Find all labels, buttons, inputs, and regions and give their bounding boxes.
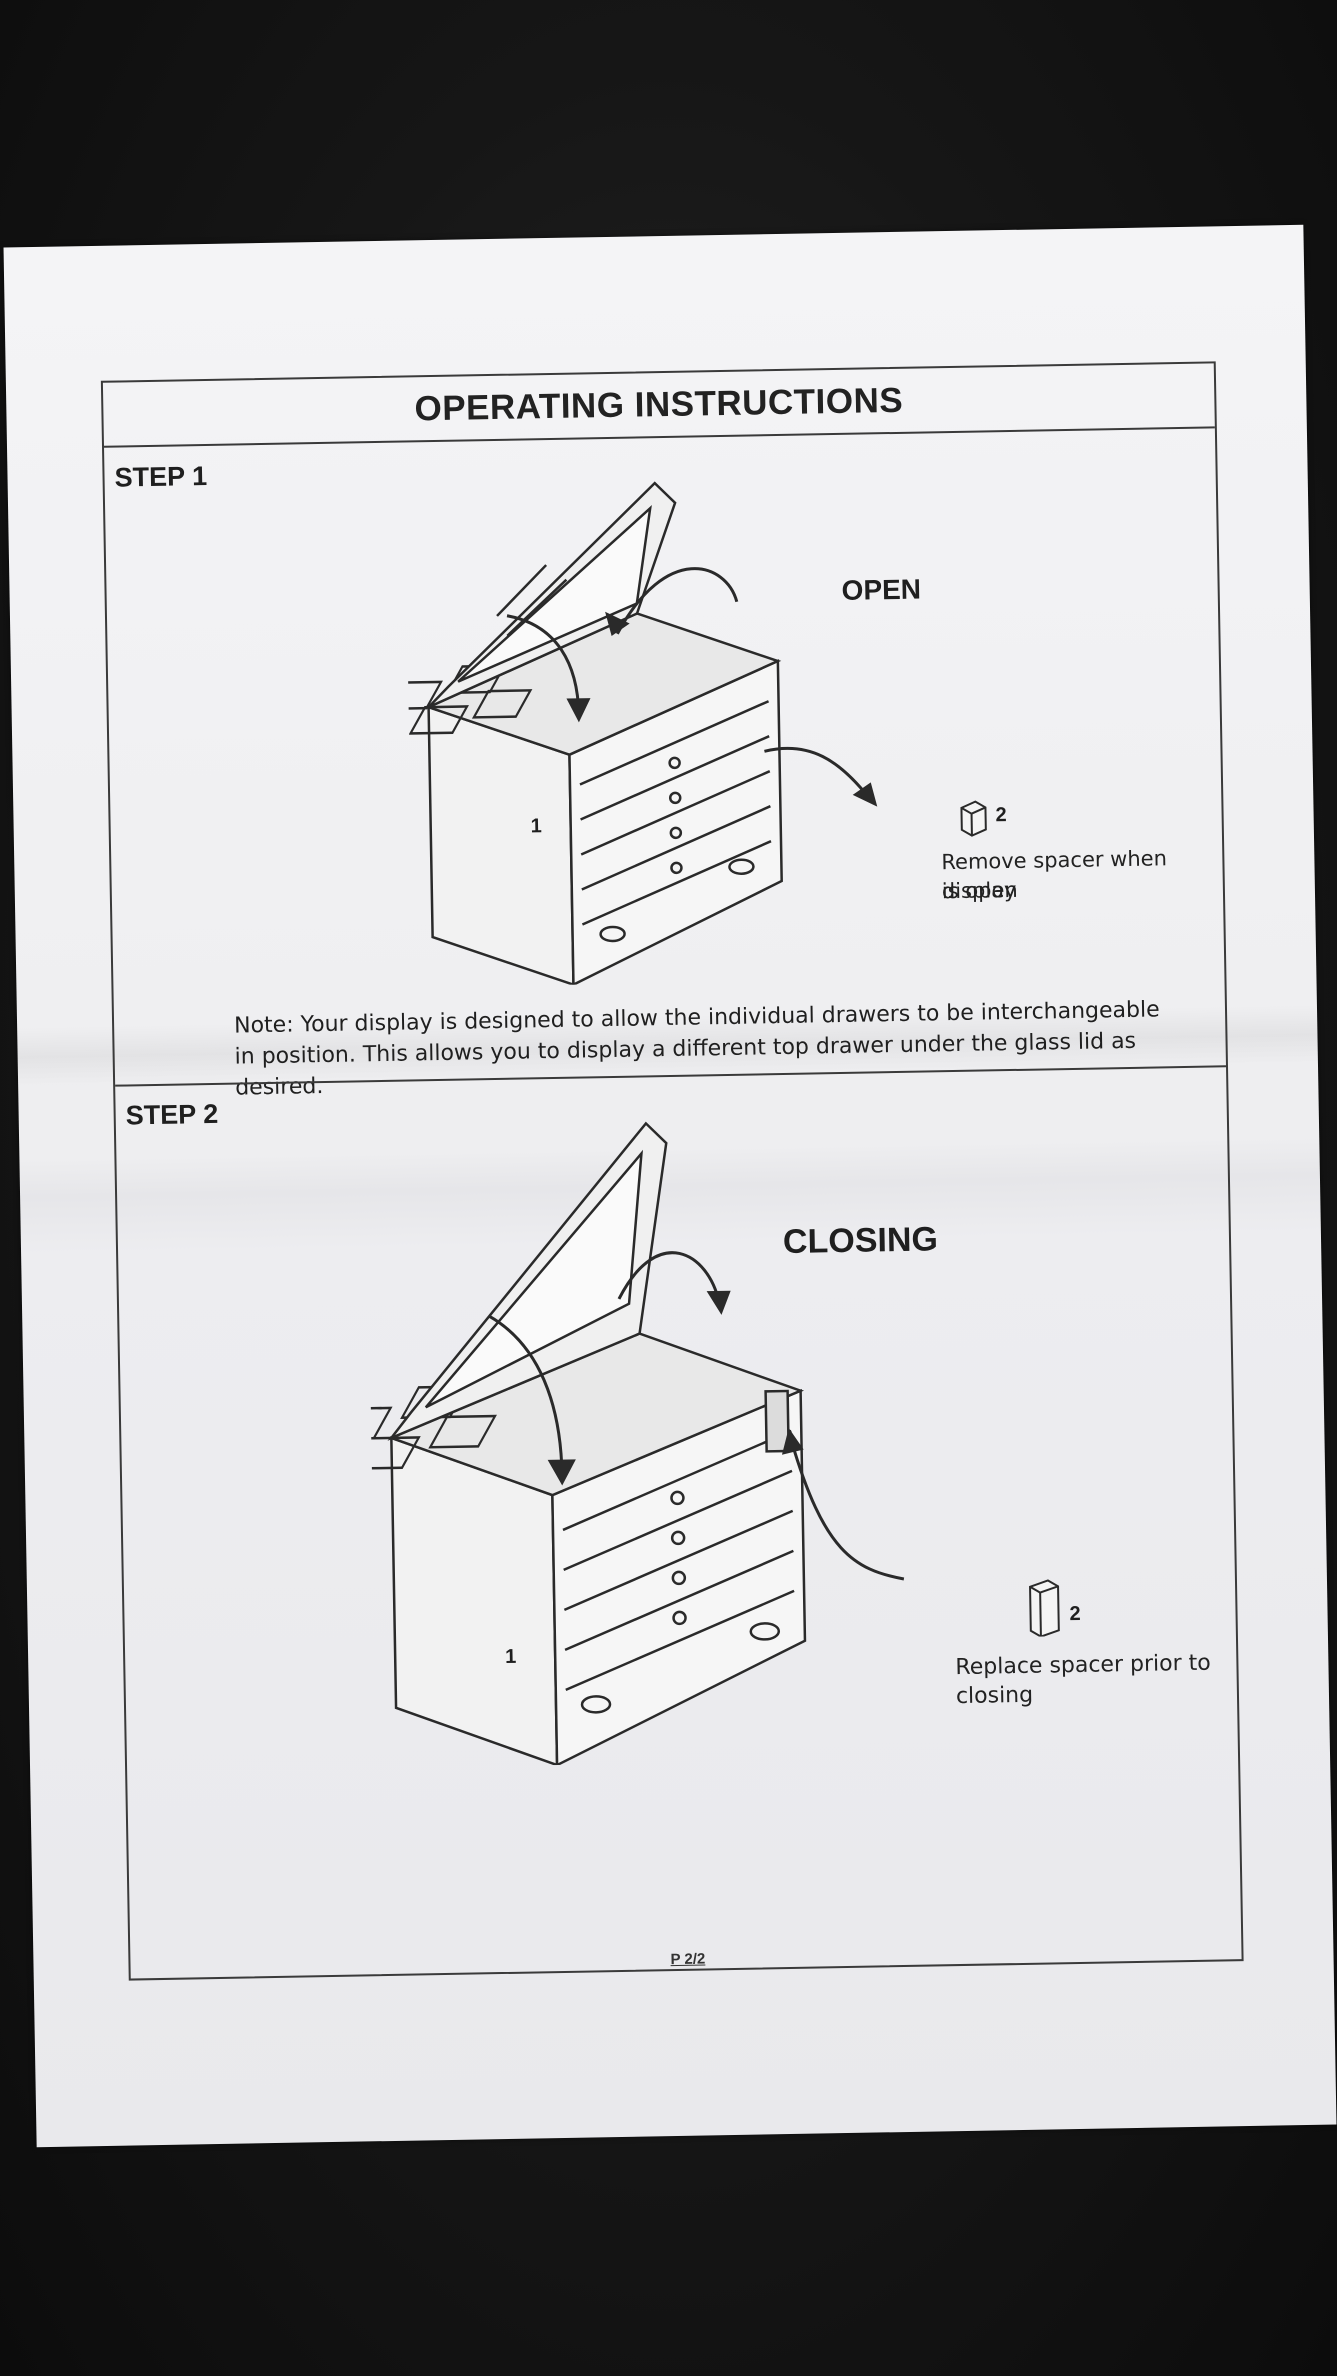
step1-box-part-number: 1: [530, 815, 543, 838]
step1-label: STEP 1: [114, 460, 208, 493]
step2-closing-illustration: [365, 1121, 905, 1768]
step1-spacer-part: [960, 800, 987, 837]
note-text: Note: Your display is designed to allow …: [234, 993, 1215, 1103]
instruction-sheet: OPERATING INSTRUCTIONS STEP 1: [3, 224, 1337, 2148]
step1-open-callout: OPEN: [841, 573, 922, 606]
document-title: OPERATING INSTRUCTIONS: [414, 380, 904, 428]
instructions-frame: OPERATING INSTRUCTIONS STEP 1: [100, 361, 1244, 1981]
step1-caption-line2: is open: [941, 877, 1018, 904]
step2-caption: Replace spacer prior to closing: [955, 1650, 1211, 1710]
step2-spacer-part: [1029, 1579, 1060, 1637]
step2-box-part-number: 1: [505, 1645, 517, 1668]
title-bar: OPERATING INSTRUCTIONS: [102, 363, 1215, 448]
step2-label: STEP 2: [125, 1098, 219, 1131]
page-number: P 2/2: [670, 1950, 706, 1969]
step1-spacer-part-number: 2: [995, 804, 1007, 827]
step2-closing-callout: CLOSING: [782, 1220, 939, 1262]
step1-open-illustration: [404, 481, 878, 987]
step2-spacer-part-number: 2: [1069, 1602, 1081, 1626]
